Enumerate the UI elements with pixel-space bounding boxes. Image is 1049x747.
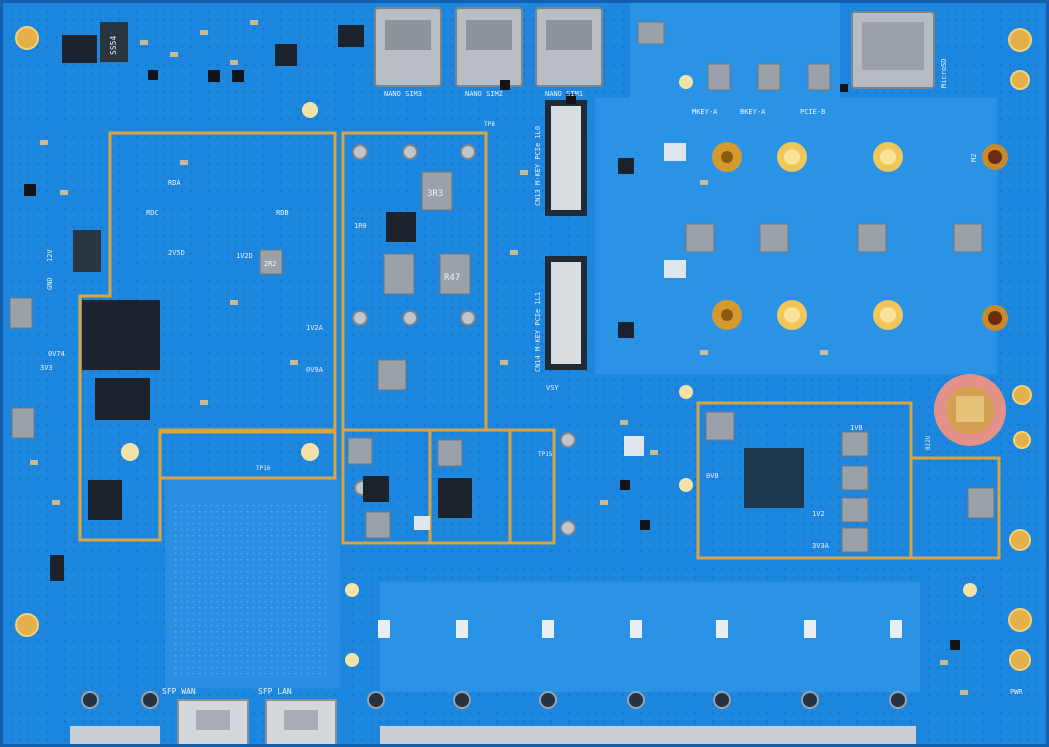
ethernet-ports — [70, 620, 916, 747]
mark-tp16: TP16 — [256, 465, 271, 472]
mark-2r2: 2R2 — [264, 260, 277, 268]
mark-ss54-a: SS54 — [109, 36, 118, 55]
rail-gnd: GND — [46, 277, 54, 290]
passives — [30, 20, 968, 695]
pwr-led-label: PWR — [1010, 688, 1023, 696]
rail-0v74: 0V74 — [48, 350, 65, 358]
rail-1v2a: 1V2A — [306, 324, 324, 332]
ethernet-plane — [380, 582, 920, 692]
mark-m2: M2 — [970, 154, 978, 162]
rail-1v8: 1V8 — [850, 424, 863, 432]
bkey-a-label: BKEY-A — [740, 108, 766, 116]
m2-plane — [595, 98, 997, 374]
sim2-label: NANO SIM2 — [465, 90, 503, 98]
white-leds — [414, 143, 686, 530]
sfp-wan-label: SFP WAN — [162, 687, 196, 696]
mkey-a-label: MKEY-A — [692, 108, 718, 116]
diodes — [73, 22, 128, 272]
rail-0v8: 0V8 — [706, 472, 719, 480]
microsd-label: MicroSD — [940, 58, 948, 88]
mounting-holes — [15, 26, 1032, 671]
mark-rdc: RDC — [146, 209, 159, 217]
rail-2v5d: 2V5D — [168, 249, 185, 257]
sfp-lan-label: SFP LAN — [258, 687, 292, 696]
rail-3v3a: 3V3A — [812, 542, 830, 550]
pcie-b-label: PCIE-B — [800, 108, 825, 116]
shield-frames — [78, 131, 1001, 560]
rail-1v2-right: 1V2 — [812, 510, 825, 518]
mark-vsy: VSY — [546, 384, 559, 392]
mark-tp15: TP15 — [538, 451, 553, 458]
mark-rdb: RDB — [276, 209, 289, 217]
mark-1r0: 1R0 — [354, 222, 367, 230]
sim-slots — [374, 7, 603, 87]
m2-slot1-label: CN13 M-KEY PCIe 1L0 — [534, 126, 542, 206]
chips — [50, 25, 994, 581]
mark-rda: RDA — [168, 179, 181, 187]
sim1-label: NANO SIM1 — [545, 90, 583, 98]
mark-3r3: 3R3 — [427, 189, 443, 199]
m2-slot2-label: CN14 M-KEY PCIe 1L1 — [534, 292, 542, 372]
rail-1v2d: 1V2D — [236, 252, 253, 260]
small-ics — [24, 70, 960, 650]
battery-holder — [934, 374, 1006, 446]
rail-12v: 12V — [46, 249, 54, 262]
mark-tp8: TP8 — [484, 121, 495, 128]
m2-connectors — [545, 100, 587, 370]
sfp-cages — [177, 699, 337, 747]
rail-3v3: 3V3 — [40, 364, 53, 372]
silkscreen-labels: NANO SIM3 NANO SIM2 NANO SIM1 MicroSD MK… — [40, 36, 1023, 696]
inductors — [9, 21, 995, 553]
rail-0v9a: 0V9A — [306, 366, 324, 374]
mark-r47: R47 — [444, 273, 460, 283]
sim3-label: NANO SIM3 — [384, 90, 422, 98]
mark-b12u: B12U — [925, 435, 932, 450]
